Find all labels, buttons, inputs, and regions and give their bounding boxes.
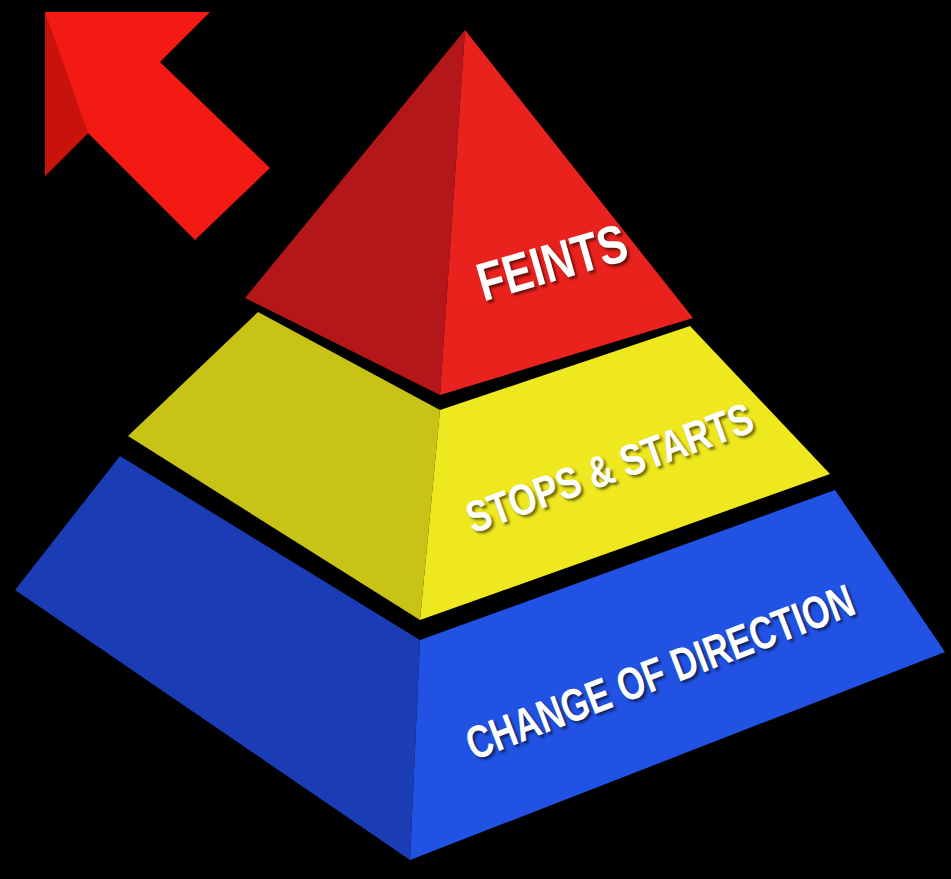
up-left-arrow: [45, 12, 270, 240]
arrow-shade: [45, 12, 88, 176]
tier-right-face: [410, 490, 945, 860]
tier-shape: [245, 30, 693, 395]
pyramid-top-tier: FEINTS: [245, 30, 693, 395]
tier-left-face: [15, 456, 420, 860]
